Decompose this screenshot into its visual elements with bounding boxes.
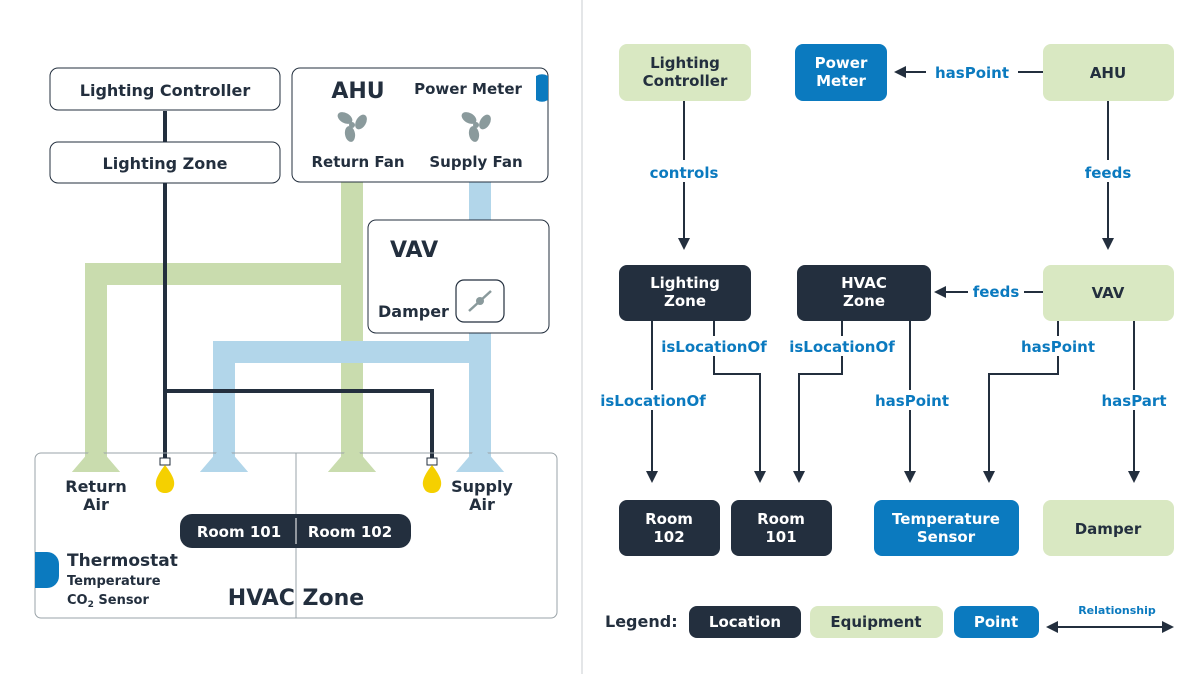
rel-haspoint-top: hasPoint (935, 64, 1009, 82)
light-bulb-icon (422, 457, 442, 493)
node-damper (1043, 500, 1174, 556)
physical-layout: VAV Damper Lighting Controller Lighting … (34, 67, 558, 619)
node-ahu (1043, 44, 1174, 101)
node-power-meter-line1: Power (815, 54, 868, 72)
node-lighting-zone-line1: Lighting (650, 274, 720, 292)
relation-labels: hasPoint controls feeds feeds isLocation… (594, 62, 1170, 410)
vav-label: VAV (390, 238, 438, 263)
supply-air-label-1: Supply (451, 477, 513, 496)
legend-location: Location (709, 613, 781, 631)
rel-feeds-vav: feeds (973, 283, 1020, 301)
return-fan-label: Return Fan (311, 153, 404, 171)
room-102-label: Room 102 (308, 523, 392, 541)
return-air-label-2: Air (83, 495, 109, 514)
hvac-zone-label: HVAC Zone (228, 586, 364, 611)
node-hvac-zone-line2: Zone (843, 292, 885, 310)
light-bulb-icon (155, 457, 175, 493)
node-damper-label: Damper (1075, 520, 1142, 538)
return-fan-icon (337, 112, 367, 142)
legend-equipment: Equipment (830, 613, 921, 631)
legend-point: Point (974, 613, 1018, 631)
ahu-box (291, 67, 549, 183)
rel-controls: controls (650, 164, 719, 182)
lighting-controller-label: Lighting Controller (80, 81, 251, 100)
node-hvac-zone (797, 265, 931, 321)
node-lighting-controller-line1: Lighting (650, 54, 720, 72)
power-meter-label: Power Meter (414, 80, 522, 98)
supply-fan-icon (461, 112, 491, 142)
rel-haspart: hasPart (1101, 392, 1166, 410)
node-lighting-controller-line2: Controller (643, 72, 728, 90)
rel-islocationof-b: isLocationOf (661, 338, 767, 356)
thermostat-label: Thermostat (67, 551, 178, 571)
rel-islocationof-a: isLocationOf (600, 392, 706, 410)
node-temperature-sensor-line2: Sensor (917, 528, 976, 546)
thermostat-point-tab (35, 552, 59, 588)
node-room-102-line1: Room (645, 510, 693, 528)
node-lighting-zone (619, 265, 751, 321)
legend-title: Legend: (605, 612, 678, 631)
node-lighting-controller (619, 44, 751, 101)
ahu-label: AHU (331, 79, 384, 104)
node-power-meter (795, 44, 887, 101)
legend-equipment-swatch (810, 606, 943, 638)
legend-relationship: Relationship (1078, 604, 1156, 617)
damper-icon (455, 279, 505, 323)
graph-model: hasPoint controls feeds feeds isLocation… (594, 44, 1174, 556)
legend-point-swatch (954, 606, 1039, 638)
node-lighting-zone-line2: Zone (664, 292, 706, 310)
legend: Legend: Location Equipment Point Relatio… (605, 604, 1174, 638)
return-air-diffusers (72, 444, 376, 472)
supply-air-label-2: Air (469, 495, 495, 514)
node-vav-label: VAV (1092, 284, 1125, 302)
power-meter-point-tab (536, 74, 548, 102)
node-room-101-line1: Room (757, 510, 805, 528)
node-room-102 (619, 500, 720, 556)
node-vav (1043, 265, 1174, 321)
rel-feeds-ahu: feeds (1085, 164, 1132, 182)
co2-sensor-label: CO2 Sensor (67, 593, 149, 610)
node-room-101 (731, 500, 832, 556)
rel-islocationof-c: isLocationOf (789, 338, 895, 356)
lighting-zone-box (49, 141, 281, 184)
node-temperature-sensor (874, 500, 1019, 556)
node-room-102-line2: 102 (653, 528, 684, 546)
legend-location-swatch (689, 606, 801, 638)
node-temperature-sensor-line1: Temperature (892, 510, 1000, 528)
lighting-wiring (163, 111, 434, 458)
rel-haspoint-vav: hasPoint (1021, 338, 1095, 356)
node-hvac-zone-line1: HVAC (841, 274, 887, 292)
node-room-101-line2: 101 (765, 528, 796, 546)
temperature-label: Temperature (67, 574, 161, 589)
return-air-label-1: Return (65, 477, 127, 496)
lighting-controller-box (49, 67, 281, 111)
room-101-label: Room 101 (197, 523, 281, 541)
damper-label: Damper (378, 302, 449, 321)
node-ahu-label: AHU (1090, 64, 1126, 82)
supply-air-diffusers (200, 444, 504, 472)
rel-haspoint-hvac: hasPoint (875, 392, 949, 410)
lighting-zone-label: Lighting Zone (103, 154, 228, 173)
node-power-meter-line2: Meter (816, 72, 866, 90)
supply-fan-label: Supply Fan (429, 153, 522, 171)
